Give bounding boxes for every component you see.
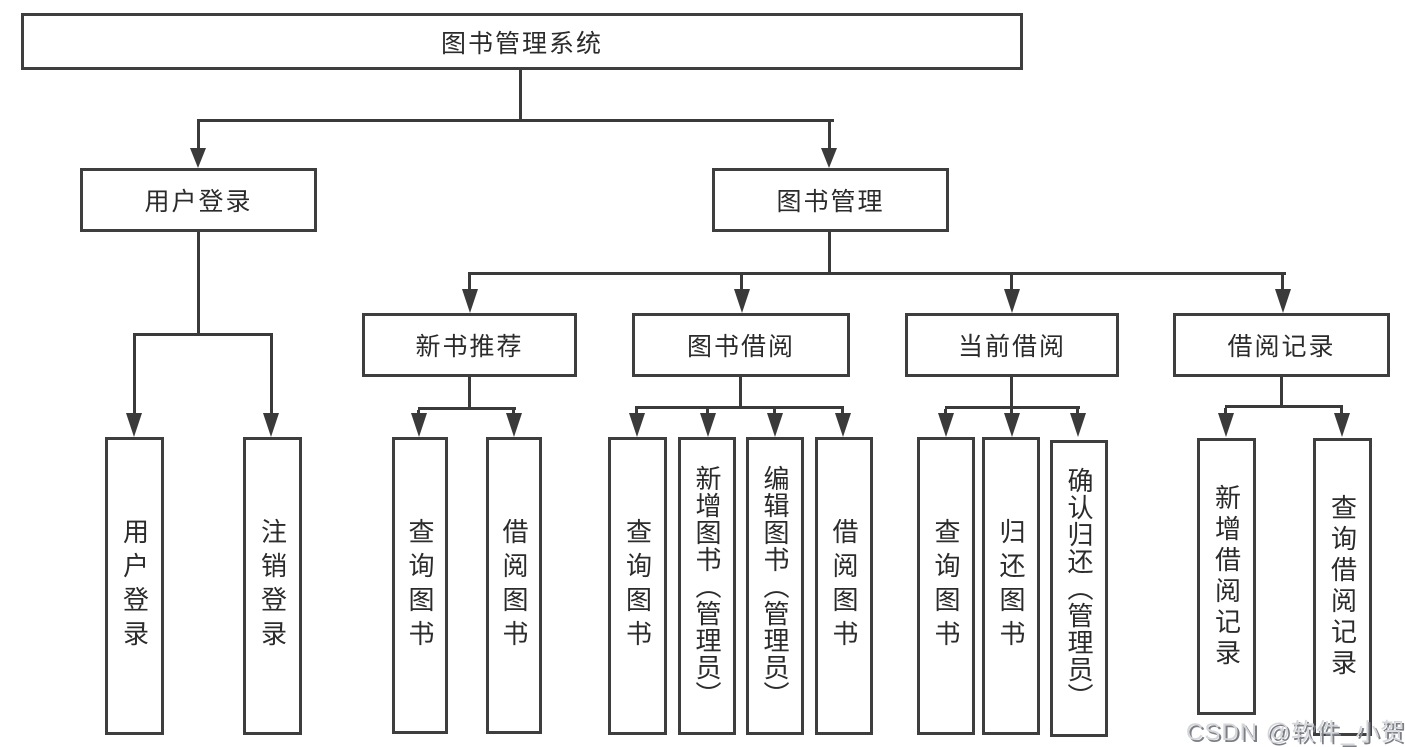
node-library-management-system: 图书管理系统 (21, 13, 1023, 70)
arrow-down-icon (1004, 413, 1020, 437)
node-label: 新书推荐 (415, 333, 524, 361)
node-label: 归还图书 (996, 518, 1026, 654)
node-query-books-recommend: 查询图书 (392, 437, 448, 734)
node-label: 借阅记录 (1227, 333, 1336, 361)
node-user-login-leaf: 用户登录 (105, 437, 164, 735)
node-label: 确认归还（管理员） (1064, 467, 1094, 710)
arrow-down-icon (263, 413, 279, 437)
connector-drop (635, 409, 638, 413)
connector-drop (1281, 275, 1284, 289)
arrow-down-icon (938, 413, 954, 437)
node-label: 借阅图书 (499, 517, 529, 654)
connector-drop (841, 409, 844, 413)
connector-drop (1340, 408, 1343, 413)
arrow-down-icon (821, 148, 837, 168)
node-edit-books-admin: 编辑图书（管理员） (746, 437, 804, 735)
arrow-down-icon (1334, 413, 1350, 437)
node-label: 编辑图书（管理员） (760, 464, 790, 708)
node-book-borrowing: 图书借阅 (632, 313, 850, 377)
connector-rail (635, 406, 844, 409)
connector-rail (945, 406, 1080, 409)
connector-rail (418, 407, 516, 410)
node-current-borrowing: 当前借阅 (905, 313, 1119, 377)
connector-user-login-drop (197, 122, 200, 148)
connector-stem (1280, 377, 1283, 405)
arrow-down-icon (1070, 413, 1086, 437)
connector-drop (1010, 275, 1013, 289)
node-borrow-books-borrowing: 借阅图书 (815, 437, 873, 735)
node-logout: 注销登录 (243, 437, 302, 735)
connector-rail (1225, 405, 1343, 408)
arrow-down-icon (700, 413, 716, 437)
node-label: 图书管理 (776, 188, 885, 216)
node-label: 新增借阅记录 (1211, 483, 1242, 670)
connector-root-rail (197, 119, 834, 122)
node-label: 查询借阅记录 (1327, 494, 1358, 680)
arrow-down-icon (126, 413, 142, 437)
node-label: 注销登录 (257, 518, 288, 654)
connector-user-login-stem (197, 232, 200, 333)
arrow-down-icon (629, 413, 645, 437)
node-label: 图书借阅 (686, 333, 795, 361)
connector-drop (468, 275, 471, 289)
arrow-down-icon (734, 289, 750, 313)
node-book-management: 图书管理 (712, 168, 949, 232)
arrow-down-icon (835, 413, 851, 437)
arrow-down-icon (190, 148, 206, 168)
connector-drop (1076, 409, 1079, 413)
node-confirm-return-admin: 确认归还（管理员） (1050, 440, 1108, 737)
connector-drop (706, 409, 709, 413)
node-new-book-recommendation: 新书推荐 (362, 313, 577, 377)
connector-drop (133, 336, 136, 413)
arrow-down-icon (462, 289, 478, 313)
node-query-books-borrowing: 查询图书 (608, 437, 667, 735)
node-query-books-current: 查询图书 (917, 437, 975, 735)
connector-drop (270, 336, 273, 413)
node-label: 当前借阅 (957, 333, 1066, 361)
connector-stem (739, 377, 742, 406)
connector-drop (944, 409, 947, 413)
connector-book-mgmt-stem (828, 232, 831, 272)
arrow-down-icon (1218, 413, 1234, 437)
arrow-down-icon (1275, 289, 1291, 313)
node-label: 借阅图书 (829, 518, 859, 654)
node-label: 图书管理系统 (440, 29, 603, 58)
node-return-books: 归还图书 (982, 437, 1040, 735)
connector-book-mgmt-rail (468, 272, 1286, 275)
connector-stem (468, 377, 471, 407)
node-label: 查询图书 (931, 518, 961, 654)
node-query-borrow-record: 查询借阅记录 (1313, 438, 1372, 736)
watermark-text: CSDN @软件_小贺同学 (1186, 719, 1405, 746)
node-label: 查询图书 (622, 518, 653, 654)
node-borrow-books-recommend: 借阅图书 (486, 437, 542, 734)
arrow-down-icon (411, 413, 427, 437)
arrow-down-icon (1004, 289, 1020, 313)
node-borrowing-records: 借阅记录 (1173, 313, 1390, 377)
connector-user-login-rail (133, 333, 273, 336)
arrow-down-icon (506, 413, 522, 437)
connector-drop (512, 410, 515, 414)
node-add-books-admin: 新增图书（管理员） (678, 437, 736, 735)
node-label: 用户登录 (119, 518, 150, 654)
connector-drop (417, 410, 420, 414)
node-add-borrow-record: 新增借阅记录 (1197, 438, 1256, 715)
connector-book-mgmt-drop (828, 122, 831, 148)
node-user-login: 用户登录 (80, 168, 317, 232)
connector-drop (1010, 409, 1013, 413)
arrow-down-icon (767, 413, 783, 437)
connector-root-stem (519, 70, 522, 119)
node-label: 新增图书（管理员） (692, 464, 722, 708)
connector-drop (773, 409, 776, 413)
node-label: 查询图书 (405, 517, 435, 654)
connector-stem (1010, 377, 1013, 406)
connector-drop (1224, 408, 1227, 413)
node-label: 用户登录 (144, 188, 253, 216)
connector-drop (740, 275, 743, 289)
